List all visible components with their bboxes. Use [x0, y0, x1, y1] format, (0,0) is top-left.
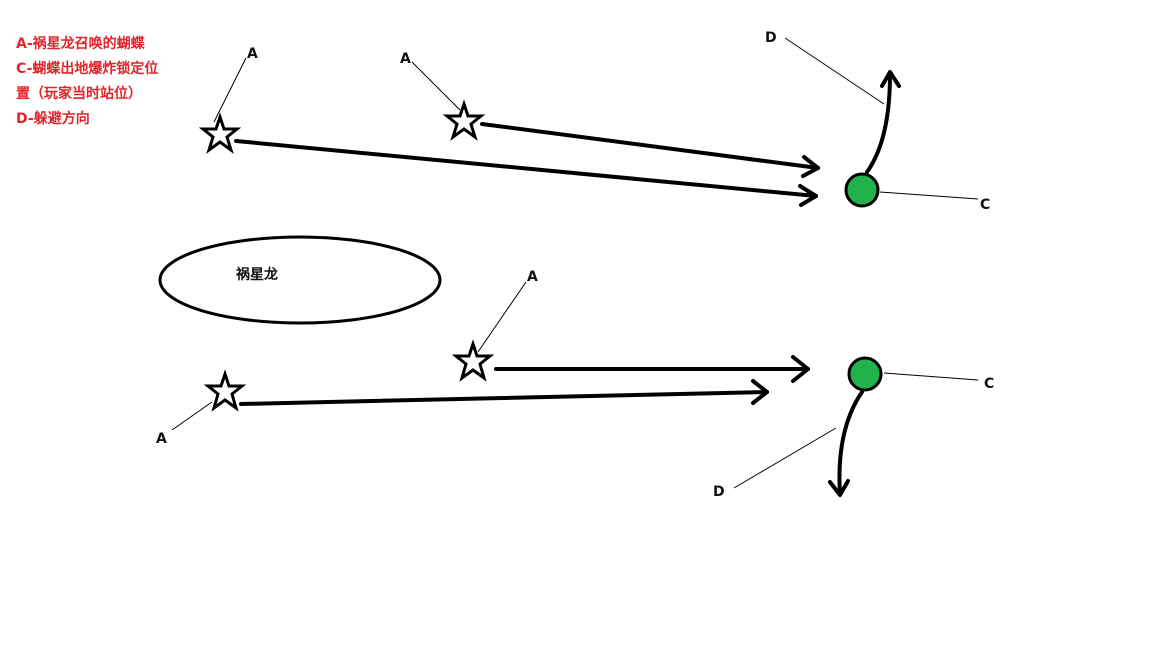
dodge-arrow	[865, 70, 901, 174]
dodge-arrow	[828, 390, 864, 497]
leader-line-d1	[784, 37, 885, 105]
trajectory-arrow	[234, 139, 818, 207]
legend-item-explosion: C-蝴蝶出地爆炸锁定位	[16, 61, 159, 77]
boss-label: 祸星龙	[236, 266, 278, 283]
trajectory-arrow	[239, 379, 769, 406]
legend-item-explosion-cont: 置（玩家当时站位）	[16, 86, 142, 102]
trajectory-arrow	[494, 355, 810, 383]
leader-line-a4	[171, 401, 213, 431]
label-a: A	[527, 269, 538, 285]
label-a: A	[400, 51, 411, 67]
butterfly-star-icon	[442, 99, 486, 141]
butterfly-star-icon	[203, 369, 247, 412]
explosion-circle	[844, 172, 880, 208]
label-a: A	[156, 431, 167, 447]
legend-item-dodge: D-躲避方向	[16, 111, 90, 127]
boss-ellipse	[158, 235, 442, 325]
leader-line-a3	[477, 281, 527, 353]
leader-line-c1	[879, 191, 979, 200]
legend-item-butterfly: A-祸星龙召唤的蝴蝶	[16, 36, 145, 52]
label-d: D	[765, 30, 777, 46]
leader-line-d2	[733, 427, 837, 489]
label-a: A	[247, 46, 258, 62]
legend: A-祸星龙召唤的蝴蝶 C-蝴蝶出地爆炸锁定位 置（玩家当时站位） D-躲避方向	[16, 32, 158, 132]
leader-line-a2	[411, 61, 461, 111]
label-c: C	[980, 197, 990, 213]
label-d: D	[713, 484, 725, 500]
trajectory-arrow	[480, 122, 820, 178]
label-c: C	[984, 376, 994, 392]
leader-line-a1	[213, 57, 247, 123]
leader-line-c2	[883, 372, 979, 381]
butterfly-star-icon	[198, 112, 242, 154]
explosion-circle	[847, 356, 883, 392]
butterfly-star-icon	[451, 339, 495, 382]
